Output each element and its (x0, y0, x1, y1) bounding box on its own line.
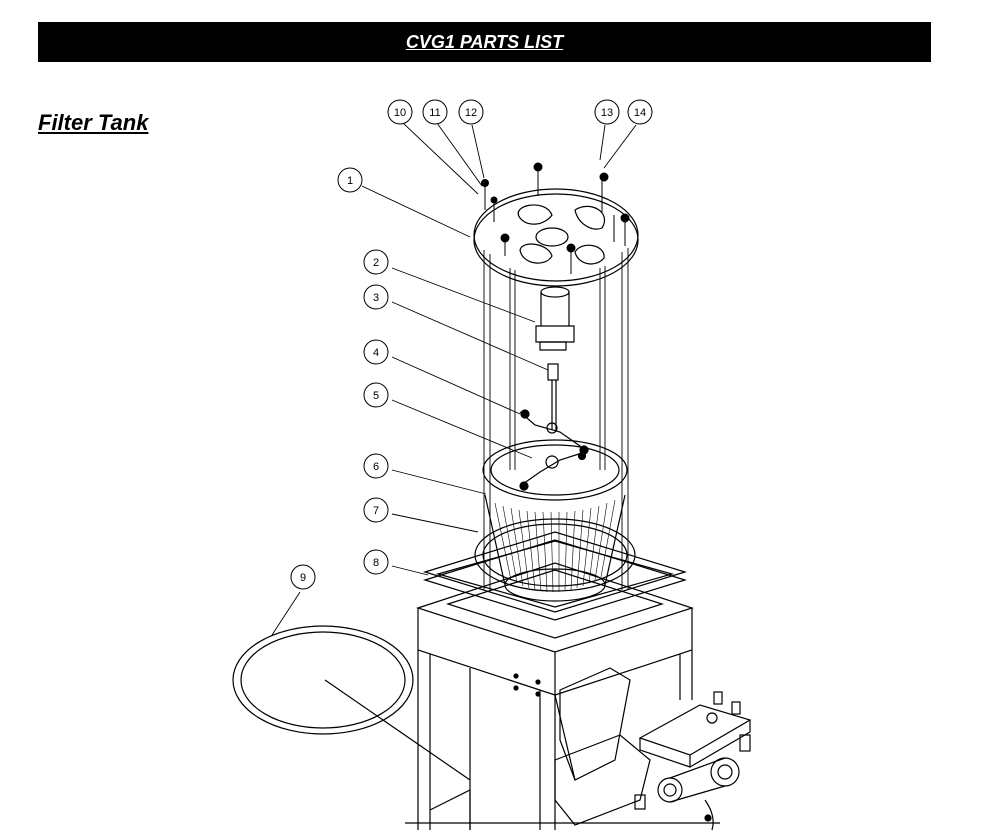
callout-9: 9 (290, 564, 316, 590)
leader-lines (271, 122, 637, 636)
top-bolts (481, 162, 630, 274)
callout-3: 3 (363, 284, 389, 310)
spray-arm-lower (519, 451, 587, 491)
callout-5-label: 5 (373, 390, 379, 402)
shaft (547, 363, 559, 430)
callout-8: 8 (363, 549, 389, 575)
motor-unit (535, 286, 575, 351)
callout-13: 13 (594, 99, 620, 125)
page-title: CVG1 PARTS LIST (405, 31, 564, 52)
callout-9-label: 9 (300, 572, 306, 584)
callout-11: 11 (422, 99, 448, 125)
callout-4: 4 (363, 339, 389, 365)
tie-rods (483, 248, 629, 590)
gasket-ring (474, 518, 636, 592)
callout-7-label: 7 (373, 505, 379, 517)
title-bar: CVG1 PARTS LIST (38, 22, 931, 62)
callout-11-label: 11 (429, 107, 440, 119)
callout-14-label: 14 (634, 107, 646, 119)
base-cabinet (405, 562, 720, 830)
square-frame (422, 531, 688, 621)
callout-6: 6 (363, 453, 389, 479)
callout-5: 5 (363, 382, 389, 408)
top-plate (473, 188, 639, 287)
callout-2-label: 2 (373, 257, 379, 269)
callout-10-label: 10 (394, 107, 406, 119)
callout-13-label: 13 (601, 107, 613, 119)
callout-1: 1 (337, 167, 363, 193)
callout-balloons: 1 2 3 4 5 6 7 8 9 10 11 12 13 14 (290, 99, 653, 590)
callout-12-label: 12 (465, 107, 477, 119)
callout-10: 10 (387, 99, 413, 125)
callout-6-label: 6 (373, 461, 379, 473)
outlet-chute (554, 667, 651, 826)
callout-3-label: 3 (373, 292, 379, 304)
loose-gasket-ring (232, 625, 471, 781)
callout-2: 2 (363, 249, 389, 275)
callout-8-label: 8 (373, 557, 379, 569)
callout-4-label: 4 (373, 347, 379, 359)
callout-14: 14 (627, 99, 653, 125)
callout-12: 12 (458, 99, 484, 125)
callout-1-label: 1 (347, 175, 353, 187)
section-heading: Filter Tank (38, 110, 149, 135)
drive-bracket (634, 691, 752, 830)
callout-7: 7 (363, 497, 389, 523)
